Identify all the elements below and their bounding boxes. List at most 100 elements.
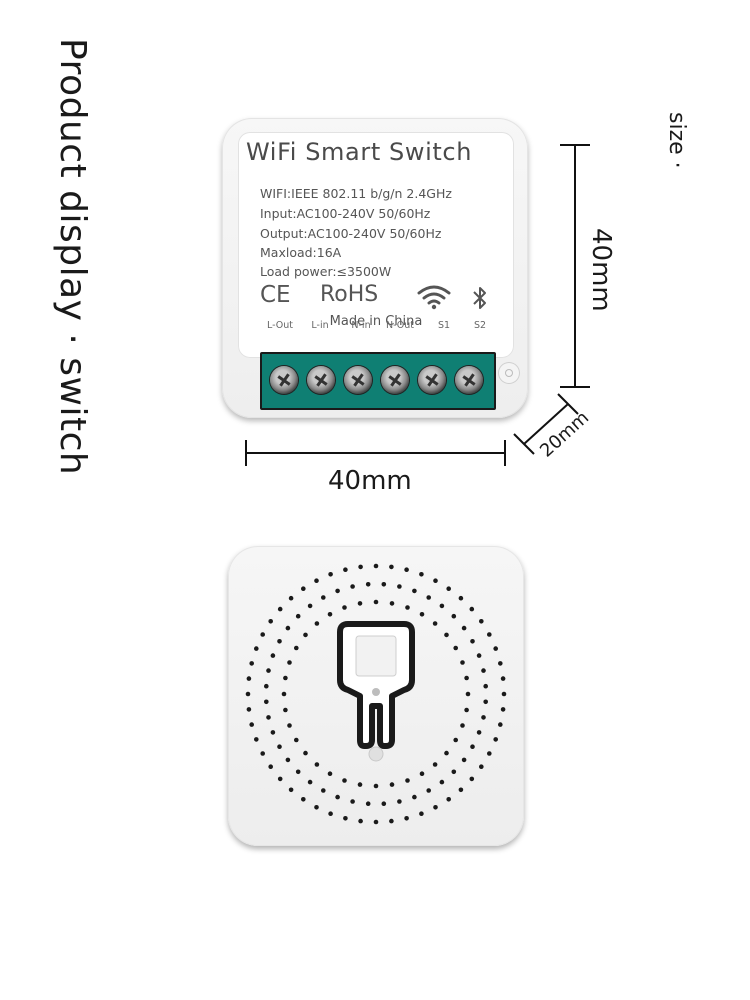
vent-hole bbox=[498, 722, 503, 727]
screw-icon bbox=[270, 366, 298, 394]
vent-hole bbox=[404, 816, 409, 821]
width-dimension-line bbox=[246, 452, 506, 454]
width-dimension-label: 40mm bbox=[328, 466, 412, 496]
vent-hole bbox=[260, 751, 265, 756]
vent-hole bbox=[254, 737, 259, 742]
vent-hole bbox=[268, 619, 273, 624]
vent-hole bbox=[266, 715, 271, 720]
vent-hole bbox=[294, 645, 299, 651]
vent-hole bbox=[294, 737, 299, 743]
vent-hole bbox=[358, 818, 363, 824]
vent-hole bbox=[405, 778, 410, 783]
height-dimension-line bbox=[574, 145, 576, 387]
vent-hole bbox=[419, 811, 424, 816]
spec-input: Input:AC100-240V 50/60Hz bbox=[260, 206, 431, 221]
vent-hole bbox=[469, 776, 475, 782]
switch-front-view: WiFi Smart Switch WIFI:IEEE 802.11 b/g/n… bbox=[222, 118, 528, 418]
vent-hole bbox=[281, 691, 287, 697]
vent-hole bbox=[287, 660, 292, 665]
screw-icon bbox=[307, 366, 335, 394]
vent-hole bbox=[433, 805, 438, 810]
vent-hole bbox=[342, 605, 347, 610]
vent-hole bbox=[432, 762, 438, 767]
vent-hole bbox=[470, 744, 475, 749]
vent-hole bbox=[419, 572, 424, 577]
vent-hole bbox=[260, 632, 265, 637]
vent-hole bbox=[270, 653, 276, 658]
vent-hole bbox=[412, 794, 417, 800]
ce-mark: CE bbox=[260, 282, 291, 308]
vent-hole bbox=[268, 764, 273, 769]
vent-hole bbox=[493, 737, 499, 742]
vent-hole bbox=[487, 751, 492, 756]
vent-hole bbox=[335, 588, 340, 594]
vent-hole bbox=[314, 578, 319, 583]
vent-hole bbox=[249, 661, 254, 666]
vent-hole bbox=[483, 683, 488, 689]
vent-hole bbox=[479, 619, 484, 624]
vent-hole bbox=[249, 722, 254, 727]
vent-hole bbox=[277, 744, 282, 749]
vent-hole bbox=[446, 586, 451, 591]
screw-icon bbox=[381, 366, 409, 394]
vent-hole bbox=[432, 621, 438, 626]
vent-hole bbox=[444, 632, 449, 638]
terminal-label: N-in bbox=[351, 320, 371, 331]
vent-hole bbox=[487, 632, 492, 637]
vent-hole bbox=[277, 776, 283, 782]
vent-hole bbox=[389, 601, 395, 606]
vent-hole bbox=[446, 797, 451, 802]
vent-hole bbox=[358, 564, 363, 570]
vent-hole bbox=[381, 582, 387, 587]
vent-hole bbox=[389, 782, 395, 787]
width-dimension-cap-left bbox=[245, 440, 247, 466]
depth-dimension-line bbox=[513, 393, 579, 455]
vent-holes bbox=[245, 563, 507, 825]
vent-hole bbox=[389, 564, 394, 570]
vent-hole bbox=[439, 779, 445, 785]
vent-hole bbox=[397, 799, 402, 804]
vent-hole bbox=[405, 605, 410, 610]
vent-hole bbox=[397, 584, 402, 589]
vent-hole bbox=[481, 715, 486, 720]
vent-hole bbox=[301, 586, 306, 591]
vent-hole bbox=[303, 632, 308, 638]
vent-hole bbox=[464, 707, 469, 713]
vent-hole bbox=[246, 676, 252, 681]
vent-hole bbox=[335, 794, 340, 800]
vent-hole bbox=[461, 625, 467, 631]
vent-hole bbox=[479, 764, 484, 769]
made-in-label: Made in China bbox=[329, 314, 423, 329]
height-dimension-cap-bottom bbox=[560, 386, 590, 388]
vent-hole bbox=[342, 778, 347, 783]
vent-hole bbox=[461, 757, 467, 763]
vent-hole bbox=[301, 797, 306, 802]
vent-hole bbox=[470, 639, 475, 644]
label-panel: WiFi Smart Switch WIFI:IEEE 802.11 b/g/n… bbox=[238, 132, 514, 358]
vent-hole bbox=[303, 750, 308, 756]
vent-hole bbox=[327, 612, 333, 617]
vent-hole bbox=[373, 819, 379, 825]
vent-hole bbox=[453, 645, 458, 651]
vent-hole bbox=[483, 699, 488, 705]
vent-hole bbox=[373, 599, 379, 605]
reset-button-icon[interactable] bbox=[334, 618, 418, 766]
spec-maxload: Maxload:16A bbox=[260, 245, 342, 260]
vent-hole bbox=[498, 661, 503, 666]
vent-hole bbox=[365, 801, 371, 806]
wifi-icon bbox=[417, 285, 451, 310]
vent-hole bbox=[328, 811, 333, 816]
vent-hole bbox=[419, 771, 425, 776]
vent-hole bbox=[493, 646, 499, 651]
vent-hole bbox=[264, 683, 269, 689]
vent-hole bbox=[270, 730, 276, 735]
terminal-label: L-in bbox=[311, 320, 329, 331]
vent-hole bbox=[464, 675, 469, 681]
vent-hole bbox=[264, 699, 269, 705]
vent-hole bbox=[357, 601, 363, 606]
vent-hole bbox=[307, 603, 313, 609]
vent-hole bbox=[321, 595, 326, 600]
terminal-label: L-Out bbox=[266, 320, 294, 331]
vent-hole bbox=[373, 563, 379, 569]
vent-hole bbox=[283, 707, 288, 713]
